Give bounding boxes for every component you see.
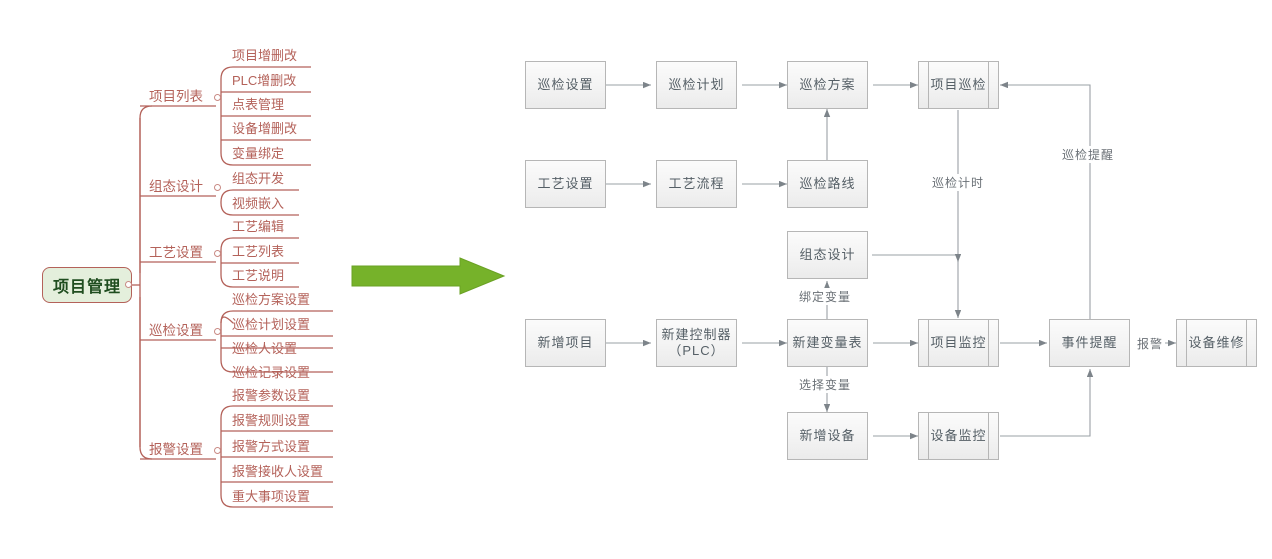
flow-node-sbjk[interactable]: 设备监控 [918, 412, 999, 460]
flow-node-xjsz[interactable]: 巡检设置 [525, 61, 606, 109]
flow-node-gysz[interactable]: 工艺设置 [525, 160, 606, 208]
flow-node-xjlx[interactable]: 巡检路线 [787, 160, 868, 208]
mindmap-branch-toggle-2[interactable] [214, 184, 221, 191]
mindmap-branch-label-5[interactable]: 报警设置 [149, 442, 203, 457]
mindmap-branch-label-2[interactable]: 组态设计 [149, 179, 203, 194]
mindmap-leaf-label[interactable]: 报警接收人设置 [232, 464, 324, 479]
mindmap-branch-label-1[interactable]: 项目列表 [149, 89, 203, 104]
mindmap-leaf-label[interactable]: 组态开发 [232, 171, 285, 186]
mindmap-leaf-label[interactable]: 巡检记录设置 [232, 365, 311, 380]
flow-node-sjtx[interactable]: 事件提醒 [1049, 319, 1130, 367]
mindmap-branch-toggle-1[interactable] [214, 94, 221, 101]
mindmap-leaf-label[interactable]: 设备增删改 [232, 121, 298, 136]
mindmap-leaf-label[interactable]: 工艺说明 [232, 268, 285, 283]
flow-node-xjkzq[interactable]: 新建控制器 （PLC） [656, 319, 737, 367]
flow-node-gylc[interactable]: 工艺流程 [656, 160, 737, 208]
flow-edge-label-xjtx: 巡检提醒 [1060, 146, 1117, 163]
flow-node-xjblb[interactable]: 新建变量表 [787, 319, 868, 367]
flow-node-xjfa[interactable]: 巡检方案 [787, 61, 868, 109]
flow-node-xzxm[interactable]: 新增项目 [525, 319, 606, 367]
flow-node-xzsb[interactable]: 新增设备 [787, 412, 868, 460]
mindmap-leaf-label[interactable]: 巡检方案设置 [232, 292, 311, 307]
mindmap-branch-toggle-4[interactable] [214, 328, 221, 335]
mindmap-leaf-label[interactable]: 点表管理 [232, 97, 285, 112]
flow-node-xmxj[interactable]: 项目巡检 [918, 61, 999, 109]
flow-node-xjjh[interactable]: 巡检计划 [656, 61, 737, 109]
mindmap-leaf-label[interactable]: 工艺编辑 [232, 219, 285, 234]
flow-node-sbwx[interactable]: 设备维修 [1176, 319, 1257, 367]
flow-node-xmjk[interactable]: 项目监控 [918, 319, 999, 367]
mindmap-root-collapse-toggle[interactable] [125, 281, 132, 288]
mindmap-leaf-label[interactable]: 巡检人设置 [232, 341, 298, 356]
mindmap-leaf-label[interactable]: PLC增删改 [232, 73, 297, 88]
mindmap-root-node[interactable]: 项目管理 [42, 267, 132, 303]
mindmap-leaf-label[interactable]: 视频嵌入 [232, 196, 285, 211]
mindmap-leaf-label[interactable]: 报警规则设置 [232, 413, 311, 428]
mindmap-leaf-label[interactable]: 报警参数设置 [232, 388, 311, 403]
mindmap-branch-label-3[interactable]: 工艺设置 [149, 245, 203, 260]
flow-node-ztsj[interactable]: 组态设计 [787, 231, 868, 279]
mindmap-leaf-label[interactable]: 巡检计划设置 [232, 317, 311, 332]
mindmap-leaf-label[interactable]: 报警方式设置 [232, 439, 311, 454]
flow-edge-label-xjjs: 巡检计时 [930, 174, 987, 191]
mindmap-leaf-label[interactable]: 变量绑定 [232, 146, 285, 161]
mindmap-leaf-label[interactable]: 项目增删改 [232, 48, 298, 63]
mindmap-branch-label-4[interactable]: 巡检设置 [149, 323, 203, 338]
mindmap-branch-toggle-3[interactable] [214, 250, 221, 257]
mindmap-leaf-label[interactable]: 工艺列表 [232, 244, 285, 259]
flow-edge-label-bdbl: 绑定变量 [797, 288, 854, 305]
flow-edge-label-xzbl: 选择变量 [797, 376, 854, 393]
flow-edge-label-bj: 报警 [1135, 335, 1166, 352]
mindmap-branch-toggle-5[interactable] [214, 447, 221, 454]
mindmap-leaf-label[interactable]: 重大事项设置 [232, 489, 311, 504]
